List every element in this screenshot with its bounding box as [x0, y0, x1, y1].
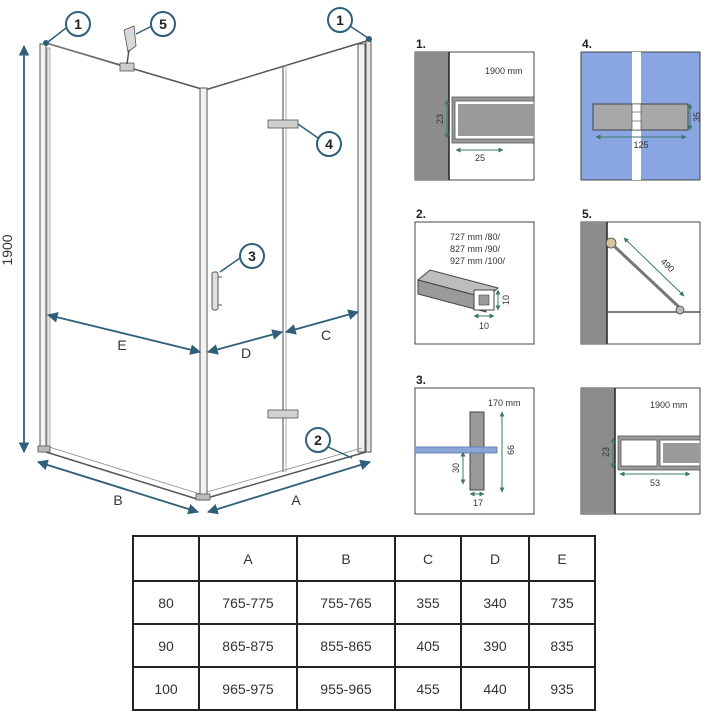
panel-1-dim-h: 25 [475, 153, 485, 163]
height-label: 1900 [0, 234, 15, 265]
enclosure-drawing [37, 25, 372, 501]
table-header: C [394, 535, 462, 582]
table-cell: 390 [460, 623, 530, 668]
table-cell: 80 [132, 580, 200, 625]
dimensions-table: A B C D E 80 765-775 755-765 355 340 735… [132, 535, 596, 711]
label-b: B [113, 492, 122, 508]
callout-1-right: 1 [336, 12, 344, 28]
callout-2: 2 [314, 432, 322, 448]
panel-3-dim-b: 66 [506, 445, 516, 455]
panel-2-dim-b: 10 [479, 321, 489, 331]
table-cell: 855-865 [296, 623, 396, 668]
table-cell: 440 [460, 666, 530, 711]
panel-3-dim-a: 30 [451, 463, 461, 473]
panel-2-line-2: 827 mm /90/ [450, 244, 501, 254]
detail-panel-2: 2. 727 mm /80/ 827 mm /90/ 927 mm /100/ … [414, 207, 535, 345]
detail-panel-4: 4. 125 35 [580, 37, 702, 181]
table-cell: 835 [528, 623, 596, 668]
table-cell: 765-775 [198, 580, 298, 625]
panel-5-number: 5. [582, 207, 592, 221]
panel-3-dim-c: 17 [473, 498, 483, 508]
panel-4-dim-w: 125 [633, 140, 648, 150]
table-cell: 965-975 [198, 666, 298, 711]
callout-3: 3 [248, 248, 256, 264]
table-cell: 735 [528, 580, 596, 625]
table-row: 100 965-975 955-965 455 440 935 [132, 666, 596, 711]
detail-panel-6: 1900 mm 23 53 [580, 387, 701, 515]
panel-2-line-1: 727 mm /80/ [450, 232, 501, 242]
table-cell: 865-875 [198, 623, 298, 668]
detail-panel-5: 5. 490 [580, 207, 701, 345]
table-row: 90 865-875 855-865 405 390 835 [132, 623, 596, 668]
panel-2-number: 2. [416, 207, 426, 221]
panel-2-line-3: 927 mm /100/ [450, 256, 506, 266]
panel-4-number: 4. [582, 37, 592, 51]
detail-panel-1: 1. 1900 mm 23 25 [414, 37, 535, 181]
callout-1-left: 1 [74, 16, 82, 32]
table-header: A [198, 535, 298, 582]
panel-6-dim-v: 23 [601, 447, 611, 457]
callouts: 1 5 1 4 3 2 [47, 7, 369, 459]
table-cell: 100 [132, 666, 200, 711]
panel-2-dim-a: 10 [501, 295, 511, 305]
table-cell: 755-765 [296, 580, 396, 625]
panel-3-length: 170 mm [488, 398, 521, 408]
table-cell: 355 [394, 580, 462, 625]
panel-6-dim-h: 53 [650, 478, 660, 488]
table-cell: 405 [394, 623, 462, 668]
panel-1-number: 1. [416, 37, 426, 51]
label-e: E [117, 337, 126, 353]
detail-panel-3: 3. 170 mm 30 66 17 [414, 373, 535, 515]
panel-4-dim-h: 35 [692, 112, 702, 122]
panel-3-number: 3. [416, 373, 426, 387]
label-d: D [241, 345, 251, 361]
table-row: 80 765-775 755-765 355 340 735 [132, 580, 596, 625]
table-header [132, 535, 200, 582]
panel-6-height: 1900 mm [650, 400, 688, 410]
table-header: D [460, 535, 530, 582]
panel-1-height: 1900 mm [485, 66, 523, 76]
table-header-row: A B C D E [132, 535, 596, 582]
table-header: E [528, 535, 596, 582]
table-header: B [296, 535, 396, 582]
table-cell: 935 [528, 666, 596, 711]
label-a: A [291, 492, 301, 508]
dimension-lines [18, 44, 372, 515]
label-c: C [321, 327, 331, 343]
table-cell: 340 [460, 580, 530, 625]
shower-enclosure-diagram: 1900 E D C B A 1 5 1 4 3 2 1. 1900 mm [0, 7, 702, 515]
panel-1-dim-v: 23 [435, 114, 445, 124]
table-cell: 455 [394, 666, 462, 711]
table-cell: 90 [132, 623, 200, 668]
table-cell: 955-965 [296, 666, 396, 711]
callout-4: 4 [325, 136, 333, 152]
callout-5: 5 [159, 16, 167, 32]
